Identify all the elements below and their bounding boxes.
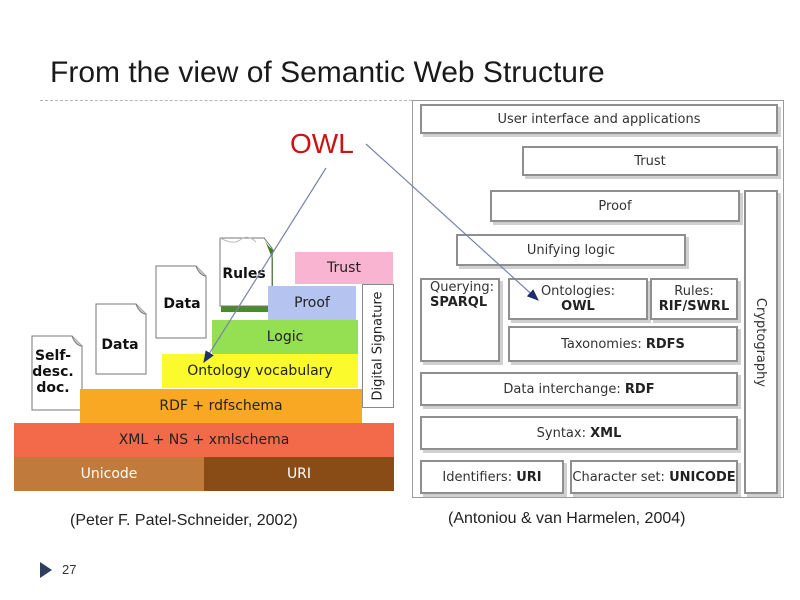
rules-label: Rules: [674, 284, 714, 299]
caption-right: (Antoniou & van Harmelen, 2004) [448, 510, 686, 527]
data-interchange-value: RDF [624, 381, 655, 397]
taxonomies-value: RDFS [645, 336, 685, 352]
left-layer-digital-signature: Digital Signature [362, 284, 394, 408]
left-layer-proof: Proof [268, 286, 356, 320]
left-layer-unicode: Unicode [14, 457, 204, 491]
slide-title: From the view of Semantic Web Structure [50, 56, 605, 89]
data-interchange-label: Data interchange: [503, 381, 625, 397]
data-doc-label-2: Data [163, 296, 201, 312]
right-layer-identifiers: Identifiers: URI [420, 460, 564, 494]
right-layer-diagram [412, 100, 784, 498]
data-document-icon-1 [95, 303, 147, 375]
right-layer-character-set: Character set: UNICODE [570, 460, 738, 494]
syntax-label: Syntax: [536, 425, 591, 441]
data-document-icon-2 [155, 265, 207, 339]
left-layer-rdf-rdfschema: RDF + rdfschema [80, 389, 362, 423]
self-desc-document-icon [31, 335, 83, 411]
syntax-value: XML [590, 425, 622, 441]
charset-value: UNICODE [669, 469, 736, 485]
caption-left: (Peter F. Patel-Schneider, 2002) [70, 512, 298, 529]
right-layer-proof: Proof [490, 190, 740, 222]
rules-value: RIF/SWRL [658, 299, 730, 314]
right-layer-querying: Querying: SPARQL [420, 278, 500, 362]
querying-label: Querying: [430, 280, 494, 295]
right-layer-user-interface: User interface and applications [420, 104, 778, 134]
right-layer-syntax: Syntax: XML [420, 416, 738, 450]
right-layer-rules: Rules: RIF/SWRL [650, 278, 738, 320]
document-icons [31, 236, 274, 411]
right-layer-trust: Trust [522, 146, 778, 176]
left-layer-uri: URI [204, 457, 394, 491]
arrow-to-ontology-vocabulary [203, 167, 327, 364]
left-layer-xml-ns-xmlschema: XML + NS + xmlschema [14, 423, 394, 457]
self-desc-doc-label: Self- desc. doc. [32, 348, 74, 396]
right-layer-taxonomies: Taxonomies: RDFS [508, 326, 738, 362]
data-doc-label-1: Data [101, 337, 139, 353]
rules-doc-label: Rules [222, 266, 266, 282]
arrow-to-owl [365, 143, 539, 301]
ontologies-label: Ontologies: [540, 284, 616, 299]
right-layer-data-interchange: Data interchange: RDF [420, 372, 738, 406]
bullet-arrow-icon [40, 562, 52, 578]
left-layer-trust: Trust [295, 252, 393, 284]
right-layer-cryptography: Cryptography [744, 190, 778, 494]
left-layer-ontology-vocabulary: Ontology vocabulary [162, 354, 358, 388]
querying-value: SPARQL [430, 295, 488, 310]
ontologies-value: OWL [561, 299, 595, 314]
left-layer-logic: Logic [212, 320, 358, 354]
charset-label: Character set: [572, 469, 670, 485]
rules-document-icon [219, 236, 274, 312]
identifiers-value: URI [516, 469, 542, 485]
owl-label: OWL [290, 128, 354, 159]
title-underline [40, 100, 412, 101]
identifiers-label: Identifiers: [442, 469, 517, 485]
page-number: 27 [62, 562, 77, 577]
taxonomies-label: Taxonomies: [561, 336, 646, 352]
